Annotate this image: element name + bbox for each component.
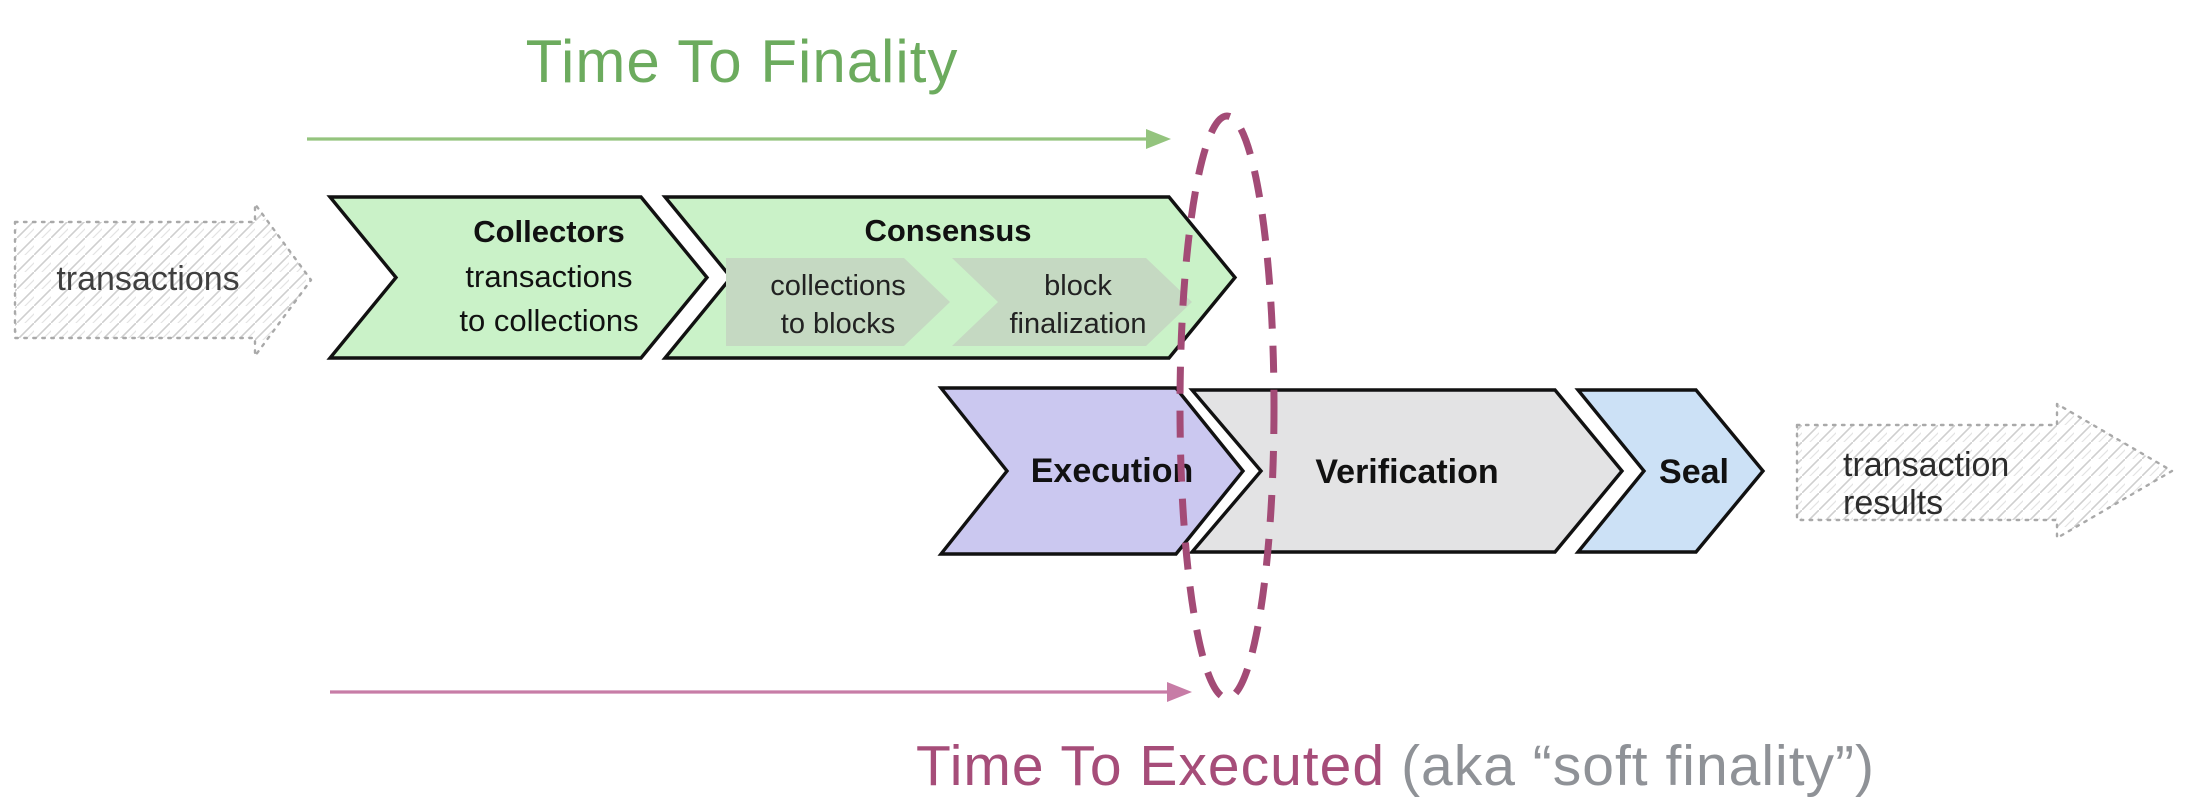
collections-to-blocks-subchevron xyxy=(726,258,950,346)
verification-title: Verification xyxy=(1315,453,1498,491)
time-to-finality-title: Time To Finality xyxy=(526,28,959,95)
verification-stage: Verification xyxy=(1188,388,1625,554)
collectors-line1: transactions xyxy=(465,259,632,294)
verification-chevron xyxy=(1188,388,1625,554)
subchevron2-line1: block xyxy=(1044,270,1112,302)
executed-timeline-arrow xyxy=(330,682,1192,702)
subchevron2-line2: finalization xyxy=(1009,308,1146,340)
finality-timeline-arrow xyxy=(307,129,1171,149)
soft-finality-ellipse xyxy=(1176,112,1278,702)
finality-arrow-head-icon xyxy=(1146,129,1171,149)
consensus-title: Consensus xyxy=(864,213,1031,248)
transaction-results-output-arrow: transaction results xyxy=(1795,402,2174,540)
sketch-arrow-icon xyxy=(13,202,313,358)
transactions-input-arrow: transactions xyxy=(13,202,313,358)
collectors-stage: Collectors transactions to collections xyxy=(326,195,710,360)
time-to-executed-title: Time To Executed(aka “soft finality”) xyxy=(916,734,1875,798)
seal-title: Seal xyxy=(1659,453,1729,491)
time-to-executed-label: Time To Executed xyxy=(916,734,1385,798)
seal-stage: Seal xyxy=(1574,388,1766,554)
subchevron1-line1: collections xyxy=(770,270,905,302)
consensus-stage: Consensus collections to blocks block fi… xyxy=(661,195,1238,360)
execution-stage: Execution xyxy=(937,386,1246,556)
seal-chevron xyxy=(1574,388,1766,554)
block-finalization-subchevron xyxy=(952,258,1192,346)
soft-finality-suffix: (aka “soft finality”) xyxy=(1401,734,1875,798)
time-to-finality-annotation: Time To Finality xyxy=(307,28,1171,149)
results-label-line2: results xyxy=(1843,484,1943,522)
executed-arrow-head-icon xyxy=(1167,682,1192,702)
collectors-title: Collectors xyxy=(473,214,625,249)
results-label-line1: transaction xyxy=(1843,446,2009,484)
collectors-chevron xyxy=(326,195,710,360)
transactions-input-label: transactions xyxy=(56,260,239,298)
subchevron1-line2: to blocks xyxy=(781,308,895,340)
time-to-executed-annotation: Time To Executed(aka “soft finality”) xyxy=(330,682,1875,798)
execution-title: Execution xyxy=(1031,452,1193,490)
execution-chevron xyxy=(937,386,1246,556)
sketch-arrow-icon xyxy=(1795,402,2174,540)
collectors-line2: to collections xyxy=(459,303,638,338)
